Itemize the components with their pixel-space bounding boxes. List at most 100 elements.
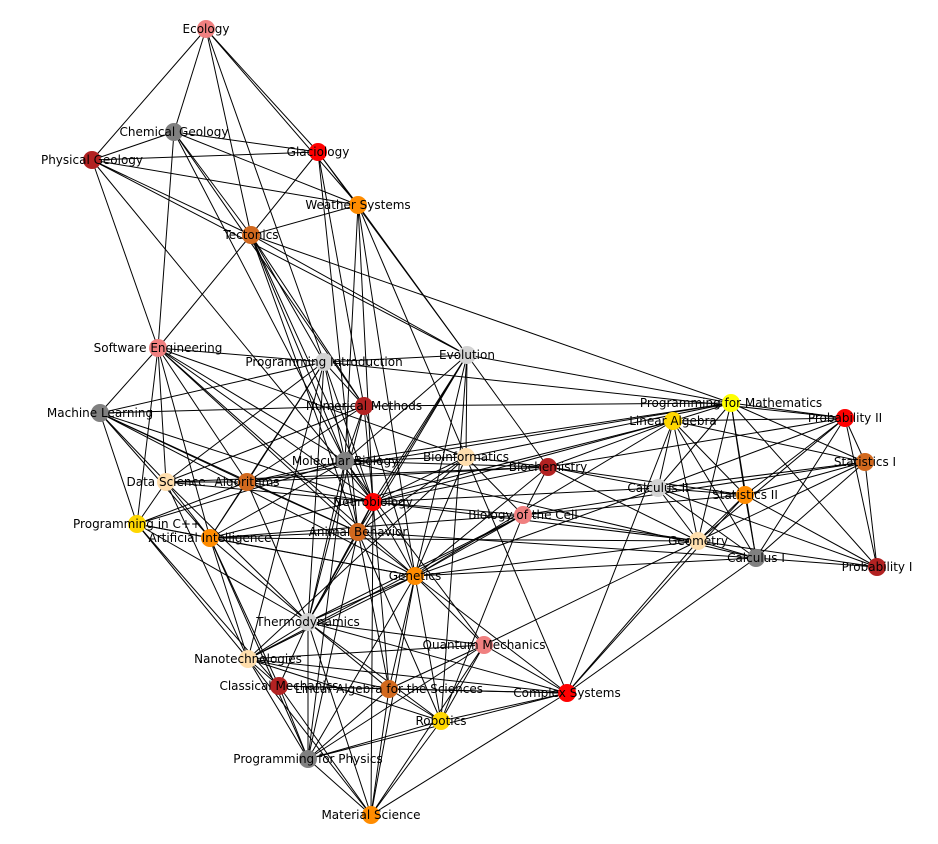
edge-algorithms-to-programming-in-c: [136, 481, 248, 525]
edge-thermodynamics-to-quantum-mechanics: [307, 621, 485, 646]
node-label-material-science: Material Science: [321, 808, 420, 822]
edge-numerical-methods-to-algorithms: [246, 405, 365, 483]
edge-evolution-to-programming-for-mathematics: [466, 354, 732, 404]
edge-biology-of-the-cell-to-genetics: [414, 514, 524, 577]
edge-artificial-intelligence-to-programming-for-physics: [209, 537, 309, 760]
edge-biochemistry-to-geometry: [547, 466, 699, 542]
edge-numerical-methods-to-genetics: [363, 405, 416, 577]
edge-artificial-intelligence-to-thermodynamics: [209, 537, 309, 623]
node-label-algorithms: Algorithms: [214, 475, 279, 489]
edge-programming-for-mathematics-to-molecular-biology: [344, 402, 732, 462]
edge-calculus-ii-to-probability-i: [657, 487, 878, 568]
node-label-classical-mechanics: Classical Mechanics: [219, 679, 338, 693]
node-geometry: [689, 532, 707, 550]
edge-ecology-to-glaciology: [205, 28, 319, 153]
edge-linear-algebra-for-the-sciences-to-complex-systems: [388, 688, 568, 694]
edge-thermodynamics-to-nanotechnologies: [247, 621, 309, 660]
node-glaciology: [309, 143, 327, 161]
node-algorithms: [238, 473, 256, 491]
edge-chemical-geology-to-software-engineering: [157, 131, 175, 349]
edge-data-science-to-artificial-intelligence: [165, 481, 211, 539]
node-weather-systems: [349, 196, 367, 214]
edge-weather-systems-to-molecular-biology: [344, 204, 359, 462]
edge-molecular-biology-to-programming-for-physics: [307, 460, 346, 760]
node-label-statistics-i: Statistics I: [834, 455, 896, 469]
edge-quantum-mechanics-to-programming-for-physics: [307, 644, 485, 760]
node-label-weather-systems: Weather Systems: [305, 198, 410, 212]
edge-neurobiology-to-geometry: [372, 501, 699, 542]
edge-statistics-ii-to-calculus-i: [744, 494, 757, 559]
edge-glaciology-to-tectonics: [250, 151, 319, 236]
edge-molecular-biology-to-biochemistry: [344, 460, 549, 468]
node-label-glaciology: Glaciology: [287, 145, 350, 159]
edge-biochemistry-to-biology-of-the-cell: [522, 466, 549, 516]
node-label-software-engineering: Software Engineering: [94, 341, 223, 355]
node-data-science: [157, 473, 175, 491]
edge-thermodynamics-to-complex-systems: [307, 621, 568, 694]
edge-glaciology-to-numerical-methods: [317, 151, 365, 407]
edge-complex-systems-to-robotics: [440, 692, 568, 722]
node-label-tectonics: Tectonics: [222, 228, 278, 242]
node-label-numerical-methods: Numerical Methods: [306, 399, 422, 413]
node-molecular-biology: [336, 452, 354, 470]
node-calculus-ii: [649, 479, 667, 497]
node-tectonics: [242, 226, 260, 244]
edge-calculus-ii-to-genetics: [414, 487, 659, 577]
edge-tectonics-to-numerical-methods: [250, 234, 365, 407]
edge-quantum-mechanics-to-robotics: [440, 644, 485, 722]
edge-weather-systems-to-evolution: [357, 204, 468, 356]
node-animal-behavior: [349, 523, 367, 541]
node-programming-in-c: [128, 515, 146, 533]
edge-statistics-ii-to-probability-i: [744, 494, 878, 568]
edge-tectonics-to-software-engineering: [157, 234, 252, 349]
node-label-complex-systems: Complex Systems: [513, 686, 620, 700]
edge-thermodynamics-to-material-science: [307, 621, 372, 816]
edge-animal-behavior-to-calculus-i: [357, 531, 757, 559]
node-label-probability-ii: Probability II: [808, 411, 882, 425]
edge-numerical-methods-to-molecular-biology: [344, 405, 365, 462]
edge-algorithms-to-biochemistry: [246, 466, 549, 483]
edge-ecology-to-programming-introduction: [205, 28, 325, 363]
node-label-robotics: Robotics: [416, 714, 467, 728]
edge-geometry-to-genetics: [414, 540, 699, 577]
node-label-programming-for-physics: Programming for Physics: [233, 752, 382, 766]
node-statistics-i: [856, 453, 874, 471]
node-label-evolution: Evolution: [439, 348, 495, 362]
node-label-programming-for-mathematics: Programming for Mathematics: [640, 396, 822, 410]
edge-ecology-to-chemical-geology: [173, 28, 207, 133]
edge-programming-introduction-to-numerical-methods: [323, 361, 365, 407]
edge-machine-learning-to-numerical-methods: [99, 405, 365, 414]
edge-thermodynamics-to-robotics: [307, 621, 442, 722]
edge-software-engineering-to-programming-introduction: [157, 347, 325, 363]
edge-artificial-intelligence-to-nanotechnologies: [209, 537, 249, 660]
edge-physical-geology-to-weather-systems: [91, 159, 359, 206]
edge-calculus-ii-to-statistics-ii: [657, 487, 746, 496]
node-label-chemical-geology: Chemical Geology: [120, 125, 229, 139]
edge-programming-for-mathematics-to-calculus-ii: [657, 402, 732, 489]
edge-numerical-methods-to-programming-for-mathematics: [363, 402, 732, 407]
edge-linear-algebra-for-the-sciences-to-material-science: [370, 688, 390, 816]
edge-programming-in-c-to-thermodynamics: [136, 523, 309, 623]
node-material-science: [362, 806, 380, 824]
edge-weather-systems-to-genetics: [357, 204, 416, 577]
node-label-biochemistry: Biochemistry: [509, 460, 588, 474]
edge-statistics-i-to-probability-i: [864, 461, 878, 568]
edge-programming-for-mathematics-to-bioinformatics: [465, 402, 732, 458]
edge-algorithms-to-animal-behavior: [246, 481, 359, 533]
edge-statistics-i-to-calculus-ii: [657, 461, 866, 489]
edge-calculus-ii-to-geometry: [657, 487, 699, 542]
edge-linear-algebra-to-geometry: [672, 420, 699, 542]
node-biochemistry: [539, 458, 557, 476]
edge-programming-for-physics-to-material-science: [307, 758, 372, 816]
node-probability-ii: [836, 409, 854, 427]
edge-linear-algebra-to-biochemistry: [547, 420, 674, 468]
node-label-bioinformatics: Bioinformatics: [423, 450, 509, 464]
edge-software-engineering-to-artificial-intelligence: [157, 347, 211, 539]
edge-bioinformatics-to-biochemistry: [465, 456, 549, 468]
edge-artificial-intelligence-to-geometry: [209, 537, 699, 542]
edge-robotics-to-programming-for-physics: [307, 720, 442, 760]
edge-programming-introduction-to-probability-ii: [323, 361, 846, 419]
edge-numerical-methods-to-data-science: [165, 405, 365, 483]
edge-ecology-to-weather-systems: [205, 28, 359, 206]
edge-linear-algebra-to-neurobiology: [372, 420, 674, 503]
